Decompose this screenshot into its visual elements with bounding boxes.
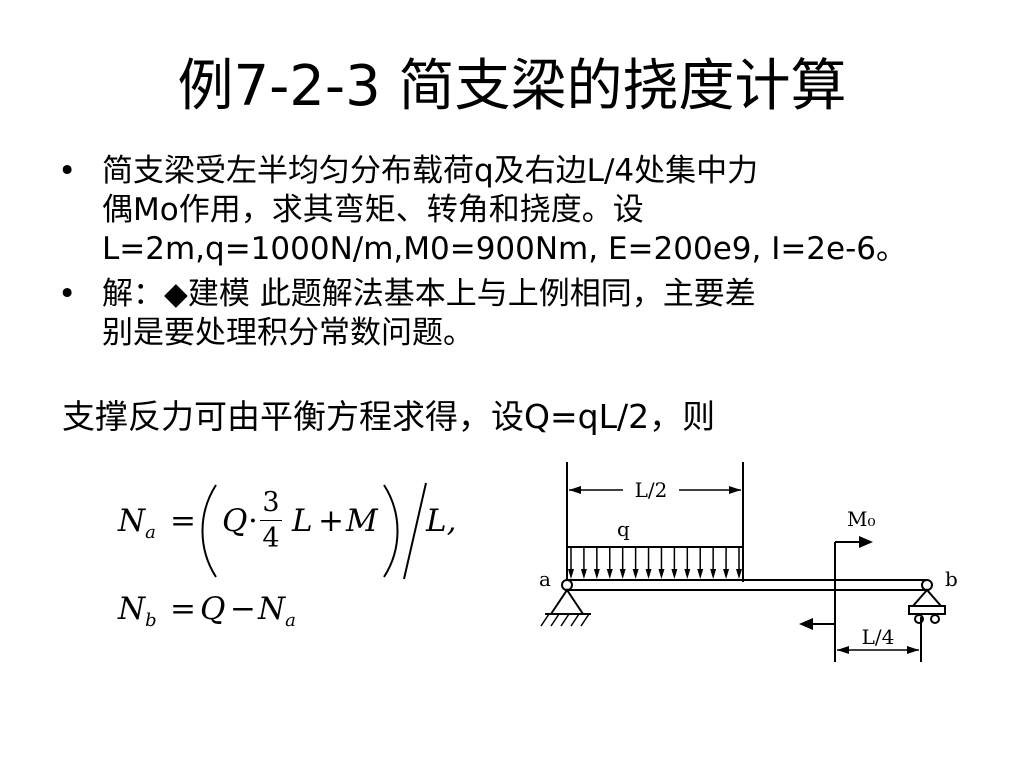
plus-sign: + [318,503,344,539]
arrow-head-icon [859,536,873,548]
arrow-head-icon [684,569,691,579]
label-m0: M₀ [847,507,876,531]
bullet-solution: • 解：◆建模 此题解法基本上与上例相同，主要差 别是要处理积分常数问题。 [58,275,1003,353]
arrow-head-icon [710,569,717,579]
dot-operator: · [248,503,258,539]
distributed-load-arrows [568,547,742,579]
na-symbol: Na [258,591,296,632]
q-symbol: Q [222,503,248,539]
bullet-text-line: 别是要处理积分常数问题。 [102,315,474,351]
fraction-three-quarters: 3 4 [260,487,282,554]
division-slash-icon [403,482,427,580]
label-a: a [539,567,551,591]
bullet-text-line: 简支梁受左半均匀分布载荷q及右边L/4处集中力 [102,153,759,189]
arrow-head-icon [736,569,742,579]
bullet-dot: • [58,276,77,312]
fraction-numerator: 3 [262,487,280,518]
bullet-problem: • 简支梁受左半均匀分布载荷q及右边L/4处集中力 偶Mo作用，求其弯矩、转角和… [58,152,1003,269]
arrow-head-icon [593,569,600,579]
right-paren-icon [383,484,399,578]
label-background [623,476,679,502]
bullet-text-line: 解：◆建模 此题解法基本上与上例相同，主要差 [102,276,756,312]
roller-wheel-icon [930,614,940,624]
arrow-head-icon [729,486,741,494]
roller-support-icon [910,588,944,607]
ground-hatch-icon [540,613,590,627]
label-l-quarter: L/4 [862,625,895,649]
slide-title: 例7-2-3 简支梁的挠度计算 [177,54,847,119]
arrow-head-icon [632,569,639,579]
fraction-denominator: 4 [262,523,280,554]
nb-symbol: Nb [118,591,157,632]
arrow-head-icon [671,569,678,579]
arrow-head-icon [697,569,704,579]
arrow-head-icon [580,569,587,579]
arrow-head-icon [606,569,613,579]
equals-sign: = [170,503,196,539]
arrow-head-icon [569,486,581,494]
bullet-dot: • [58,153,77,189]
minus-sign: − [230,591,256,627]
arrow-head-icon [837,646,849,654]
na-symbol: Na [118,503,156,544]
arrow-head-icon [619,569,626,579]
support-reaction-text: 支撑反力可由平衡方程求得，设Q=qL/2，则 [62,397,716,436]
bullet-text-line: 偶Mo作用，求其弯矩、转角和挠度。设 [102,192,644,228]
bullet-text-line: L=2m,q=1000N/m,M0=900Nm, E=200e9, I=2e-6… [102,231,908,267]
label-b: b [945,567,958,591]
bullet-list: • 简支梁受左半均匀分布载荷q及右边L/4处集中力 偶Mo作用，求其弯矩、转角和… [58,152,1003,359]
l-over-symbol: L, [426,503,457,539]
m-symbol: M [346,503,378,539]
beam-diagram: L/2 q a b M₀ L/4 [539,462,958,662]
l-symbol: L [292,503,313,539]
left-paren-icon [201,484,217,578]
q-symbol: Q [200,591,226,627]
label-l-half: L/2 [635,478,668,502]
label-q: q [617,517,630,541]
arrow-head-icon [568,569,574,579]
arrow-head-icon [907,646,919,654]
arrow-head-icon [799,618,813,630]
arrow-head-icon [645,569,652,579]
roller-support-icon [908,605,946,615]
pin-support-icon [549,588,585,615]
equals-sign: = [170,591,196,627]
arrow-head-icon [658,569,665,579]
fraction-bar [260,520,282,521]
arrow-head-icon [723,569,730,579]
